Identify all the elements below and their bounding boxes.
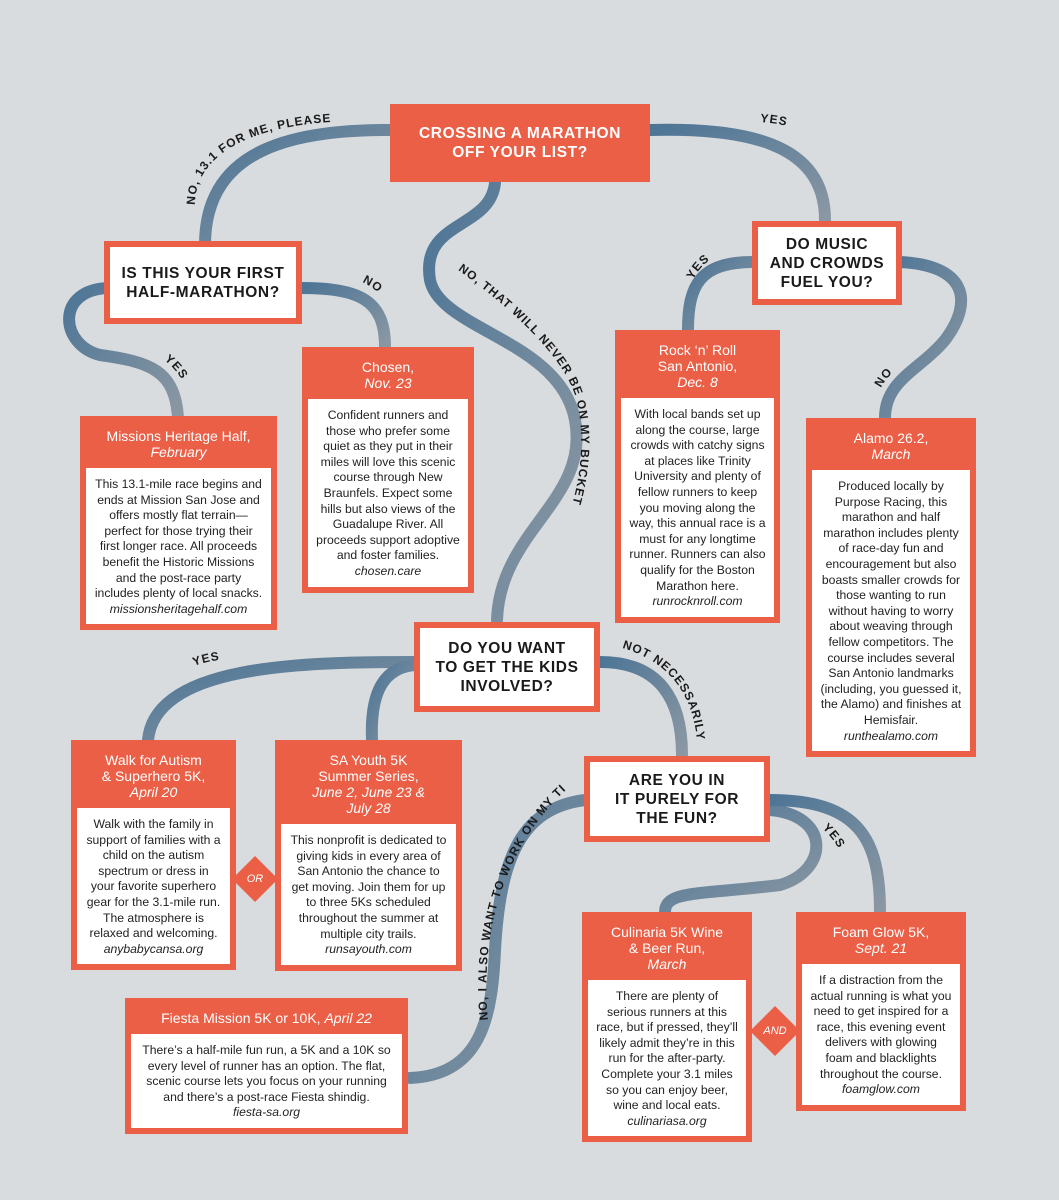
race-description: There are plenty of serious runners at t…	[588, 980, 746, 1137]
label-yes-marathon: YES	[760, 111, 789, 129]
race-title: Foam Glow 5K,Sept. 21	[832, 924, 930, 956]
race-description: With local bands set up along the course…	[621, 398, 774, 617]
race-title: Culinaria 5K Wine & Beer Run,March	[610, 924, 724, 972]
path-marathon-to-first-half	[199, 124, 396, 251]
race-title: Chosen,Nov. 23	[361, 359, 415, 391]
race-description: If a distraction from the actual running…	[802, 964, 960, 1105]
race-url[interactable]: runthealamo.com	[843, 728, 939, 743]
race-card-chosen: Chosen,Nov. 23 Confident runners and tho…	[302, 347, 474, 593]
race-description: This 13.1-mile race begins and ends at M…	[86, 468, 271, 625]
race-url[interactable]: fiesta-sa.org	[232, 1105, 301, 1120]
race-title: Fiesta Mission 5K or 10K, April 22	[161, 1010, 372, 1026]
path-marathon-to-music	[644, 123, 831, 226]
question-marathon: CROSSING A MARATHON OFF YOUR LIST?	[390, 104, 650, 182]
question-kids: DO YOU WANT TO GET THE KIDS INVOLVED?	[414, 622, 600, 712]
race-description: This nonprofit is dedicated to giving ki…	[281, 824, 456, 965]
race-card-culinaria: Culinaria 5K Wine & Beer Run,March There…	[582, 912, 752, 1143]
race-url[interactable]: missionsheritagehalf.com	[109, 601, 248, 616]
label-yes-kids: YES	[191, 649, 221, 669]
race-card-autism: Walk for Autism & Superhero 5K,April 20 …	[71, 740, 236, 971]
path-kids-to-sayouth	[365, 659, 420, 746]
race-description: Confident runners and those who prefer s…	[308, 399, 468, 587]
question-first-half: IS THIS YOUR FIRST HALF-MARATHON?	[104, 241, 302, 324]
race-url[interactable]: foamglow.com	[842, 1082, 920, 1097]
path-music-to-rocknroll	[682, 256, 759, 336]
race-card-missions: Missions Heritage Half,February This 13.…	[80, 416, 277, 631]
path-kids-to-autism	[142, 656, 420, 746]
race-card-foamglow: Foam Glow 5K,Sept. 21 If a distraction f…	[796, 912, 966, 1111]
race-url[interactable]: runrocknroll.com	[652, 594, 743, 609]
path-fun-to-culinaria	[659, 804, 823, 918]
path-music-to-alamo	[879, 256, 968, 424]
race-description: Produced locally by Purpose Racing, this…	[812, 470, 970, 752]
race-description: Walk with the family in support of famil…	[77, 808, 230, 965]
race-title: Rock ‘n’ Roll San Antonio,Dec. 8	[657, 342, 738, 390]
question-music: DO MUSIC AND CROWDS FUEL YOU?	[752, 221, 902, 305]
race-card-sayouth: SA Youth 5K Summer Series,June 2, June 2…	[275, 740, 462, 971]
question-fun: ARE YOU IN IT PURELY FOR THE FUN?	[584, 756, 770, 842]
path-fun-to-foamglow	[764, 794, 886, 918]
path-marathon-to-kids	[423, 177, 583, 626]
race-card-rocknroll: Rock ‘n’ Roll San Antonio,Dec. 8 With lo…	[615, 330, 780, 623]
race-url[interactable]: chosen.care	[354, 563, 422, 578]
path-kids-to-fun	[594, 656, 688, 761]
race-url[interactable]: culinariasa.org	[627, 1113, 707, 1128]
race-title: Alamo 26.2,March	[853, 430, 929, 462]
label-no-first: NO	[361, 272, 386, 295]
path-first-to-chosen	[294, 282, 391, 353]
race-title: Missions Heritage Half,February	[106, 428, 251, 460]
race-card-alamo: Alamo 26.2,March Produced locally by Pur…	[806, 418, 976, 758]
race-description: There’s a half-mile fun run, a 5K and a …	[131, 1034, 402, 1128]
label-yes-fun: YES	[820, 820, 848, 850]
race-title: Walk for Autism & Superhero 5K,April 20	[101, 752, 206, 800]
race-title: SA Youth 5K Summer Series,June 2, June 2…	[312, 752, 425, 816]
race-url[interactable]: anybabycansa.org	[103, 941, 204, 956]
path-first-to-missions	[63, 282, 184, 424]
path-fun-to-fiesta	[404, 794, 591, 1084]
race-card-fiesta: Fiesta Mission 5K or 10K, April 22 There…	[125, 998, 408, 1134]
race-url[interactable]: runsayouth.com	[325, 942, 412, 957]
